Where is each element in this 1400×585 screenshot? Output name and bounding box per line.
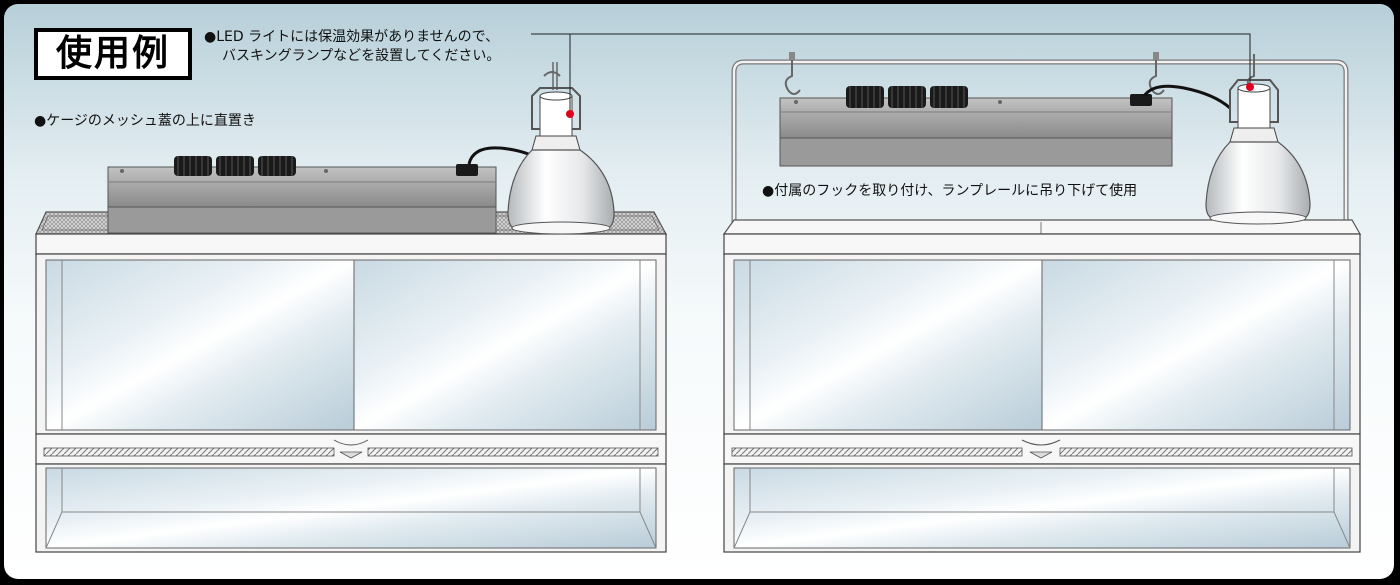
- left-basking-lamp: [507, 62, 615, 235]
- heatsink-icon: [846, 86, 968, 108]
- page-title: 使用例: [34, 28, 192, 80]
- right-glass-door: [353, 259, 657, 431]
- right-led-light: [779, 84, 1231, 167]
- right-pointer: [570, 33, 1254, 91]
- hook-icon: [784, 52, 1165, 95]
- pointer-dot-icon: [1246, 83, 1254, 91]
- usage-illustration: [35, 33, 1362, 553]
- led-note-line1: ●LED ライトには保温効果がありませんので、: [204, 29, 500, 45]
- illustration-panel: 使用例 ●LED ライトには保温効果がありませんので、 バスキングランプなどを設…: [4, 4, 1394, 579]
- mesh-note: ●ケージのメッシュ蓋の上に直置き: [34, 113, 256, 129]
- left-cage: [35, 211, 668, 553]
- led-note-line2: バスキングランプなどを設置してください。: [222, 48, 501, 64]
- heatsink-icon: [174, 156, 296, 176]
- right-cage: [722, 59, 1362, 553]
- left-led-light: [107, 146, 542, 234]
- left-glass-door: [45, 259, 355, 431]
- right-basking-lamp: [1205, 54, 1311, 225]
- hook-note: ●付属のフックを取り付け、ランプレールに吊り下げて使用: [762, 183, 1138, 199]
- pointer-dot-icon: [566, 110, 574, 118]
